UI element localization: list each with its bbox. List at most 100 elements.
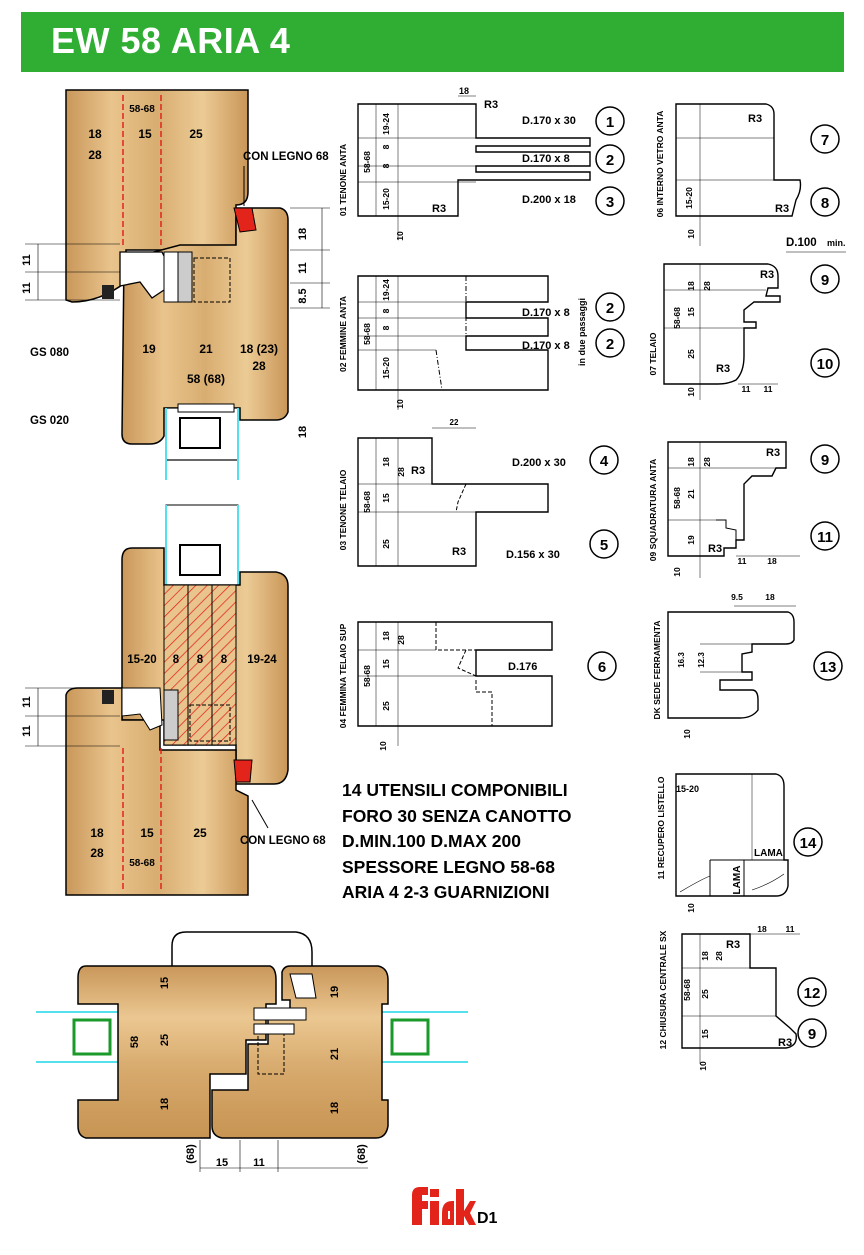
dim: 18 <box>159 1098 171 1110</box>
note-line: ARIA 4 2-3 GUARNIZIONI <box>342 882 550 902</box>
dim: 8 <box>221 654 228 666</box>
dim: (68) <box>185 1144 197 1164</box>
dim: 22 <box>450 418 459 427</box>
tool-numbers: 1 2 3 2 2 4 5 6 7 8 9 10 9 11 13 14 12 9 <box>587 106 843 1048</box>
dim: 19-24 <box>381 113 391 135</box>
dim: 28 <box>396 467 406 477</box>
profile-01: 18 19-24 8 8 15-20 58-68 10 01 TENONE AN… <box>338 86 591 241</box>
dim: 58-68 <box>362 151 372 173</box>
tool-number: 12 <box>804 985 821 1002</box>
dim: 58-68 <box>672 487 682 509</box>
tool-size: D.200 x 30 <box>512 457 566 469</box>
dim: 19 <box>329 986 341 998</box>
dim: 10 <box>698 1061 708 1071</box>
dim: 18 <box>765 592 775 602</box>
dim: 10 <box>395 231 405 241</box>
profile-03: 22 18 28 15 25 58-68 03 TENONE TELAIO R3… <box>338 418 566 567</box>
dim: 15-20 <box>381 357 391 379</box>
tool-number: 2 <box>606 300 614 317</box>
dim: 16.3 <box>677 652 686 668</box>
radius: R3 <box>748 113 762 125</box>
dim: 8 <box>381 308 391 313</box>
profile-note: in due passaggi <box>577 298 587 366</box>
dim: 11 <box>742 384 751 394</box>
page-code: D1 <box>477 1210 498 1227</box>
profile-11: 15-20 10 11 RECUPERO LISTELLO LAMA LAMA <box>656 773 789 913</box>
radius: R3 <box>760 269 774 281</box>
note-line: SPESSORE LEGNO 58-68 <box>342 856 555 877</box>
dim: 25 <box>381 701 391 711</box>
section-bottom: 15 58 25 18 19 21 18 (68) 15 11 (68) <box>36 931 468 1172</box>
dim: 25 <box>700 989 710 999</box>
profile-title: 06 INTERNO VETRO ANTA <box>655 111 665 218</box>
dim: 11 <box>738 556 747 566</box>
dim: 18 <box>700 951 710 961</box>
dim: 8 <box>381 325 391 330</box>
dim: 18 <box>767 556 777 566</box>
d-min-label: D.100 <box>786 237 817 249</box>
tool-number: 7 <box>821 132 829 149</box>
radius: R3 <box>775 203 789 215</box>
dim: 12.3 <box>697 652 706 668</box>
radius: R3 <box>778 1037 792 1049</box>
dim: 11 <box>786 924 795 934</box>
radius: R3 <box>726 939 740 951</box>
dim: 15 <box>381 493 391 503</box>
label-gs080: GS 080 <box>30 347 69 359</box>
tool-size: D.170 x 8 <box>522 340 570 352</box>
dim: 15-20 <box>684 187 694 209</box>
dim: 19-24 <box>247 654 277 666</box>
dim: 8 <box>173 654 180 666</box>
lama-label: LAMA <box>754 848 783 859</box>
dim: 9.5 <box>731 592 743 602</box>
tool-number: 13 <box>820 659 837 676</box>
profile-dk: 9.5 18 16.3 12.3 10 DK SEDE FERRAMENTA <box>652 592 796 739</box>
sash-right-bottom <box>211 965 389 1139</box>
dim: (68) <box>356 1144 368 1164</box>
profile-09: 18 28 21 19 58-68 11 18 10 09 SQUADRATUR… <box>648 441 800 578</box>
dim: 8 <box>197 654 204 666</box>
dim: 10 <box>672 567 682 577</box>
dim: 58-68 <box>362 665 372 687</box>
tool-number: 4 <box>600 453 609 470</box>
dim: 58-68 <box>672 307 682 329</box>
dim: 10 <box>686 229 696 239</box>
radius: R3 <box>411 465 425 477</box>
tool-number: 9 <box>821 272 829 289</box>
dim: 18 (23) <box>240 342 278 356</box>
profile-title: 12 CHIUSURA CENTRALE SX <box>658 930 668 1049</box>
dim: 28 <box>396 635 406 645</box>
tool-size: D.156 x 30 <box>506 549 560 561</box>
section-top: 58-68 18 15 25 28 19 21 18 (23) 28 58 (6… <box>21 89 330 480</box>
note-line: D.MIN.100 D.MAX 200 <box>342 831 521 851</box>
profile-title: 02 FEMMINE ANTA <box>338 296 348 372</box>
radius: R3 <box>708 543 722 555</box>
label-con-legno: CON LEGNO 68 <box>240 835 326 847</box>
dim: 18 <box>459 86 469 96</box>
dim: 58-68 <box>129 858 155 869</box>
dim: 28 <box>714 951 724 961</box>
dim: 10 <box>395 399 405 409</box>
dim: 8 <box>381 144 391 149</box>
dim: 15-20 <box>381 188 391 210</box>
dim: 25 <box>193 826 207 840</box>
radius: R3 <box>432 203 446 215</box>
tool-number: 14 <box>800 835 817 852</box>
tool-number: 9 <box>808 1026 816 1043</box>
tool-number: 11 <box>817 529 833 546</box>
dim: 15-20 <box>127 654 156 666</box>
dim: 18 <box>381 457 391 467</box>
dim: 28 <box>252 359 266 373</box>
dim: 11 <box>297 262 309 274</box>
dim: 15 <box>686 307 696 317</box>
dim: 28 <box>702 281 712 291</box>
dim: 10 <box>682 729 692 739</box>
tool-number: 9 <box>821 452 829 469</box>
dim: 28 <box>702 457 712 467</box>
profile-title: 11 RECUPERO LISTELLO <box>656 776 666 879</box>
tool-number: 5 <box>600 537 608 554</box>
lama-label: LAMA <box>732 866 743 895</box>
dim: 18 <box>757 924 767 934</box>
dim: 58-68 <box>362 323 372 345</box>
tool-number: 2 <box>606 152 614 169</box>
